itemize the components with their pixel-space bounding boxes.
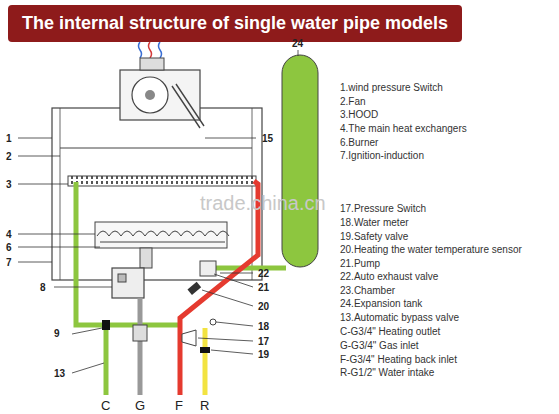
legend-text: 2.Fan (340, 96, 366, 107)
callout-number: 15 (262, 133, 273, 144)
legend-text: 23.Chamber (340, 285, 395, 296)
callout-number: 13 (54, 368, 65, 379)
callout-number: 8 (40, 282, 46, 293)
port-letter: F (175, 399, 183, 413)
callout-number: 19 (258, 349, 269, 360)
legend-text: 4.The main heat exchangers (340, 123, 467, 134)
gas-valve (112, 268, 144, 298)
pump (200, 261, 216, 276)
legend-text: 7.Ignition-induction (340, 150, 424, 161)
burner (95, 222, 227, 248)
legend-text: 13.Automatic bypass valve (340, 312, 459, 323)
callout-number: 21 (258, 282, 269, 293)
legend-text: 1.wind pressure Switch (340, 82, 443, 93)
port-letter: R (200, 399, 209, 413)
callout-number: 20 (258, 301, 269, 312)
title-banner: The internal structure of single water p… (8, 5, 462, 42)
legend-text: 19.Safety valve (340, 231, 408, 242)
legend-text: 3.HOOD (340, 109, 378, 120)
legend-text: 21.Pump (340, 258, 380, 269)
fan (120, 70, 200, 120)
callout-number: 24 (292, 38, 303, 49)
gas-pipe (138, 298, 143, 395)
callout-number: 22 (258, 268, 269, 279)
callout-number: 1 (6, 133, 12, 144)
legend-text: 24.Expansion tank (340, 298, 422, 309)
callout-number: 6 (6, 242, 12, 253)
callout-number: 3 (6, 179, 12, 190)
port-letter: G (135, 399, 145, 413)
hood-line (60, 148, 252, 149)
legend-text: 17.Pressure Switch (340, 203, 426, 214)
green-pipe (76, 182, 180, 325)
callout-number: 17 (258, 336, 269, 347)
callout-number: 4 (6, 229, 12, 240)
port-letter: C (101, 399, 110, 413)
legend-text: 6.Burner (340, 137, 378, 148)
callout-number: 7 (6, 257, 12, 268)
callout-number: 9 (54, 328, 60, 339)
callout-number: 18 (258, 321, 269, 332)
legend-text: 20.Heating the water temperature sensor (340, 244, 522, 255)
watermark: trade.china.cn (200, 192, 326, 214)
legend-text: C-G3/4" Heating outlet (340, 326, 440, 337)
heat-exchanger (68, 176, 256, 186)
legend-text: G-G3/4" Gas inlet (340, 340, 419, 351)
legend-text: F-G3/4" Heating back inlet (340, 354, 457, 365)
legend-text: R-G1/2" Water intake (340, 367, 434, 378)
legend-text: 22.Auto exhaust valve (340, 271, 438, 282)
callout-number: 2 (6, 151, 12, 162)
expansion-tank (282, 55, 318, 267)
legend-text: 18.Water meter (340, 217, 409, 228)
